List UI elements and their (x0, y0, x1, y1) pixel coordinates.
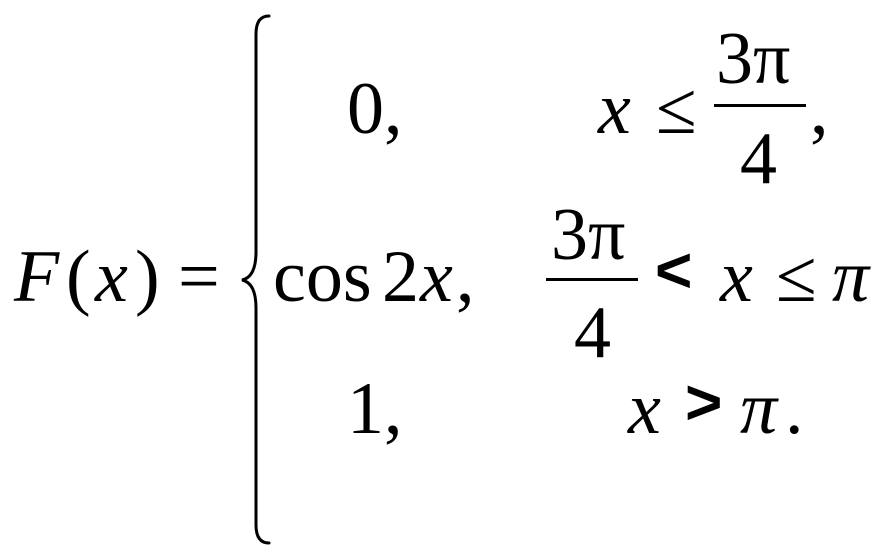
close-paren: ) (135, 236, 160, 318)
case-2-leq: ≤ (776, 236, 817, 318)
function-argument: x (95, 236, 128, 318)
case-2-less-than: < (655, 234, 693, 306)
case-1-value: 0, (347, 68, 403, 150)
case-2-fraction-denominator: 4 (574, 292, 611, 374)
case-1-fraction-numerator: 3π (716, 18, 791, 100)
case-2-coefficient: 2 (382, 236, 419, 318)
case-2-variable: x (420, 236, 453, 318)
open-paren: ( (66, 236, 91, 318)
case-1-trailing-comma: , (810, 68, 829, 150)
case-2-pi: π (832, 236, 870, 318)
case-1-fraction-denominator: 4 (740, 118, 777, 200)
case-2-condition-variable: x (720, 236, 753, 318)
case-3-greater-than: > (685, 366, 723, 438)
case-2-cos: cos (273, 236, 372, 318)
equals-sign: = (178, 236, 220, 318)
function-name: F (14, 236, 60, 318)
left-brace (241, 14, 271, 545)
case-2-comma: , (456, 236, 475, 318)
case-2-fraction-bar (546, 278, 638, 281)
case-3-pi: π (740, 368, 778, 450)
case-3-variable: x (628, 368, 661, 450)
case-3-period: . (785, 368, 804, 450)
case-1-fraction-bar (714, 104, 806, 107)
case-1-variable: x (598, 68, 631, 150)
case-3-value: 1, (347, 368, 403, 450)
case-1-operator: ≤ (656, 68, 697, 150)
case-2-fraction-numerator: 3π (551, 194, 626, 276)
